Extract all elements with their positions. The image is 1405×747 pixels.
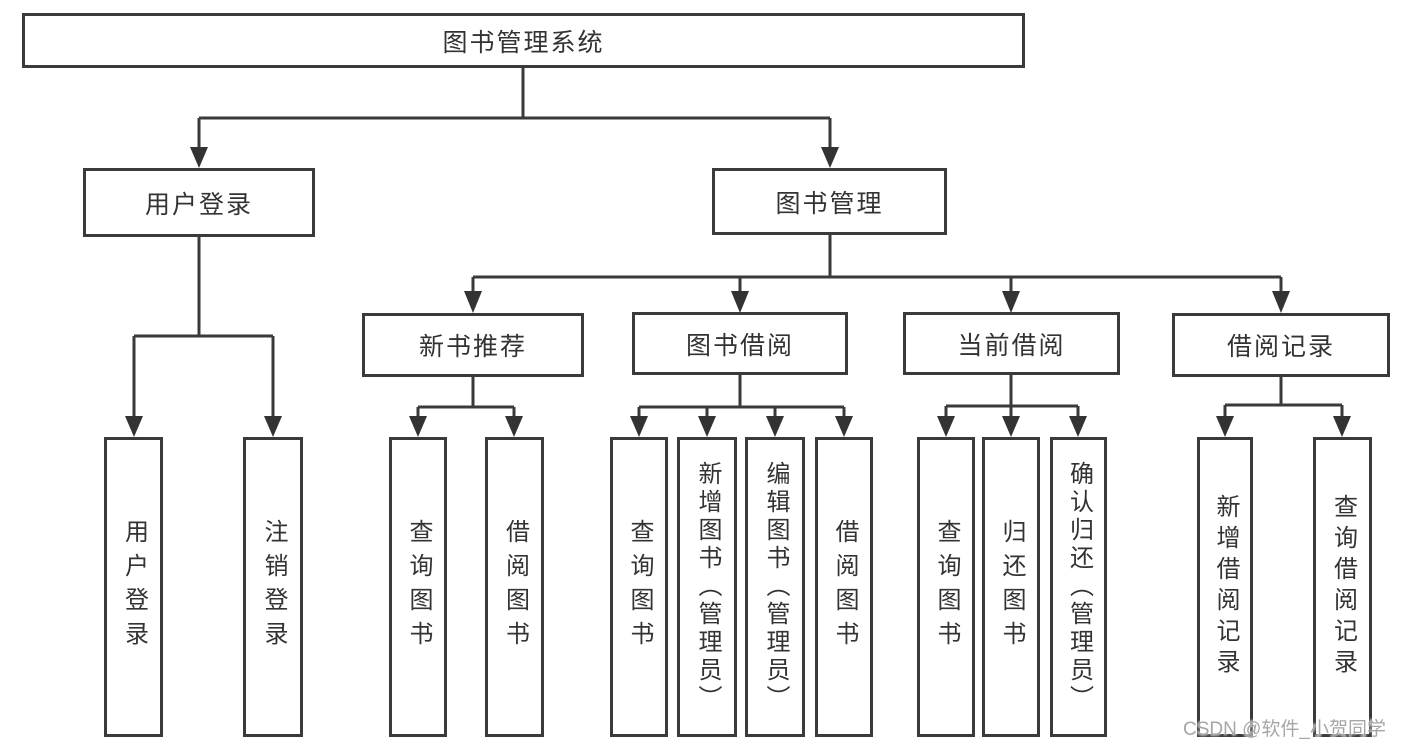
- arrowhead-down-icon: [464, 291, 482, 313]
- arrowhead-down-icon: [937, 416, 955, 437]
- connector-new-book-to-leaves: [416, 377, 516, 420]
- arrowhead-down-icon: [766, 416, 784, 437]
- node-root-system: 图书管理系统: [22, 13, 1025, 68]
- node-label: 查询图书: [933, 519, 960, 655]
- arrowhead-down-icon: [731, 291, 749, 313]
- arrowhead-down-icon: [821, 147, 839, 168]
- arrowhead-down-icon: [698, 416, 716, 437]
- node-user-login: 用户登录: [83, 168, 315, 237]
- arrowhead-down-icon: [1216, 416, 1234, 437]
- leaf-query-books-current: 查询图书: [917, 437, 975, 737]
- node-book-management: 图书管理: [712, 168, 947, 235]
- leaf-borrow-books-borrowing: 借阅图书: [815, 437, 873, 737]
- leaf-query-borrow-record: 查询借阅记录: [1313, 437, 1372, 737]
- node-label: 借阅图书: [501, 519, 529, 655]
- arrowhead-down-icon: [1333, 416, 1351, 437]
- node-label: 查询图书: [626, 519, 653, 655]
- node-label: 用户登录: [144, 190, 253, 219]
- arrowhead-down-icon: [835, 416, 853, 437]
- node-new-book-recommend: 新书推荐: [362, 313, 584, 377]
- connector-current-borrow-to-leaves: [944, 375, 1080, 420]
- leaf-query-books-borrowing: 查询图书: [610, 437, 668, 737]
- leaf-return-book: 归还图书: [982, 437, 1040, 737]
- leaf-logout: 注销登录: [243, 437, 303, 737]
- node-label: 当前借阅: [957, 331, 1066, 360]
- connector-user-login-to-leaves: [132, 237, 275, 420]
- node-label: 借阅记录: [1226, 333, 1335, 361]
- arrowhead-down-icon: [505, 416, 523, 437]
- connector-book-borrow-to-leaves: [637, 375, 846, 420]
- leaf-query-books-recommend: 查询图书: [389, 437, 447, 737]
- connector-book-mgmt-to-level3: [471, 235, 1283, 295]
- connector-root-to-level2: [197, 68, 832, 152]
- node-label: 注销登录: [260, 519, 287, 655]
- node-label: 查询图书: [405, 519, 432, 655]
- node-label: 查询借阅记录: [1329, 494, 1357, 680]
- node-label: 图书管理系统: [442, 28, 605, 57]
- arrowhead-down-icon: [190, 147, 208, 168]
- csdn-watermark: CSDN @软件_小贺同学: [1183, 719, 1386, 740]
- node-label: 图书借阅: [685, 331, 794, 360]
- node-current-borrowing: 当前借阅: [903, 312, 1120, 375]
- arrowhead-down-icon: [1002, 416, 1020, 437]
- arrowhead-down-icon: [1272, 291, 1290, 313]
- node-label: 确认归还（管理员）: [1065, 461, 1093, 713]
- arrowhead-down-icon: [264, 416, 282, 437]
- leaf-add-book-admin: 新增图书（管理员）: [677, 437, 737, 737]
- connector-borrow-records-to-leaves: [1223, 377, 1344, 420]
- node-label: 借阅图书: [831, 519, 858, 655]
- arrowhead-down-icon: [1002, 291, 1020, 313]
- leaf-confirm-return-admin: 确认归还（管理员）: [1050, 437, 1107, 737]
- arrowhead-down-icon: [630, 416, 648, 437]
- leaf-add-borrow-record: 新增借阅记录: [1197, 437, 1253, 737]
- node-label: 编辑图书（管理员）: [762, 461, 789, 713]
- arrowhead-down-icon: [409, 416, 427, 437]
- arrowhead-down-icon: [1069, 416, 1087, 437]
- node-label: 新增图书（管理员）: [694, 461, 721, 713]
- node-label: 新增借阅记录: [1212, 494, 1239, 680]
- node-label: 新书推荐: [418, 333, 527, 361]
- node-borrow-records: 借阅记录: [1172, 313, 1390, 377]
- leaf-borrow-books-recommend: 借阅图书: [485, 437, 544, 737]
- leaf-edit-book-admin: 编辑图书（管理员）: [745, 437, 805, 737]
- node-book-borrowing: 图书借阅: [632, 312, 848, 375]
- node-label: 归还图书: [998, 519, 1025, 655]
- node-label: 用户登录: [120, 519, 148, 655]
- leaf-user-login: 用户登录: [104, 437, 163, 737]
- arrowhead-down-icon: [125, 416, 143, 437]
- node-label: 图书管理: [775, 189, 884, 218]
